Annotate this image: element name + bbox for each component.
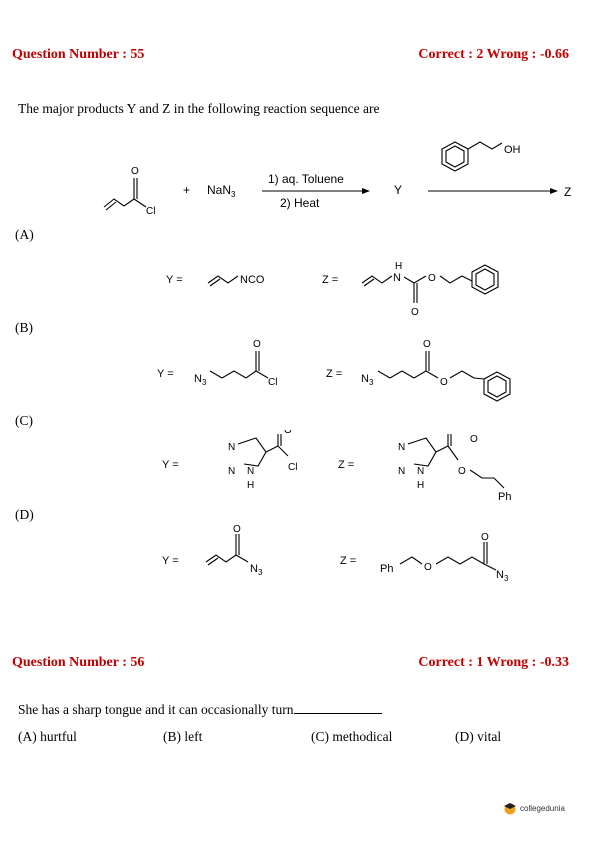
option-d-y-oxygen: O <box>233 524 241 535</box>
option-a-isocyanate: NCO <box>240 274 265 286</box>
hydroxyl-label: OH <box>504 144 521 156</box>
option-d-structures: Y = O N3 Z = Ph O O N3 <box>162 524 509 583</box>
option-b-y-oxygen: O <box>253 339 261 350</box>
condition-2: 2) Heat <box>280 196 320 210</box>
option-c-z-n1: N <box>398 442 405 453</box>
option-b-y-azide: N3 <box>194 373 207 387</box>
answer-blank <box>293 713 382 714</box>
option-c-structures: Y = N N N H O Cl Z = N N N H O O Ph <box>162 430 511 503</box>
q56-option-d[interactable]: (D) vital <box>455 729 502 744</box>
graduation-cap-icon <box>504 803 516 815</box>
option-c-y-label: Y = <box>162 459 179 471</box>
option-c-z-ester-oxygen: O <box>458 466 466 477</box>
option-c-y-hydrogen: H <box>247 480 254 491</box>
option-a-z-label: Z = <box>322 274 338 286</box>
q56-option-b[interactable]: (B) left <box>163 729 203 744</box>
option-b-z-label: Z = <box>326 368 342 380</box>
option-b-z-ester-oxygen: O <box>440 377 448 388</box>
sodium-azide-reagent: NaN3 <box>207 183 236 199</box>
option-b-structures: Y = N3 O Cl Z = N3 O O <box>157 339 511 402</box>
option-c-y-n1: N <box>228 442 235 453</box>
option-a-label[interactable]: (A) <box>15 227 34 242</box>
brand-name: collegedunia <box>520 803 565 813</box>
option-c-y-n3: N <box>247 466 254 477</box>
option-c-z-hydrogen: H <box>417 480 424 491</box>
option-c-y-n2: N <box>228 466 235 477</box>
option-a-ester-oxygen: O <box>428 273 436 284</box>
option-b-z-carbonyl-oxygen: O <box>423 339 431 350</box>
question-56-number: Question Number : 56 <box>12 655 145 670</box>
option-b-y-label: Y = <box>157 368 174 380</box>
option-d-z-carbonyl-oxygen: O <box>481 532 489 543</box>
condition-1: 1) aq. Toluene <box>268 172 344 186</box>
option-c-z-label: Z = <box>338 459 354 471</box>
option-b-label[interactable]: (B) <box>15 320 33 335</box>
plus-sign: + <box>183 183 190 197</box>
option-d-z-ether-oxygen: O <box>424 562 432 573</box>
question-56-sentence: She has a sharp tongue and it can occasi… <box>18 702 294 717</box>
option-c-z-phenyl: Ph <box>498 491 511 503</box>
chloride-label: Cl <box>146 206 155 217</box>
option-d-label[interactable]: (D) <box>15 507 34 522</box>
reaction-scheme: O Cl + NaN3 1) aq. Toluene 2) Heat Y OH … <box>103 141 571 217</box>
option-a-carbonyl-oxygen: O <box>411 307 419 318</box>
option-c-label[interactable]: (C) <box>15 413 33 428</box>
option-d-y-azide: N3 <box>250 563 263 577</box>
q56-option-c[interactable]: (C) methodical <box>311 729 393 744</box>
option-a-hydrogen: H <box>395 261 402 272</box>
option-c-y-chloride: Cl <box>288 462 297 473</box>
option-d-y-label: Y = <box>162 555 179 567</box>
q56-option-a[interactable]: (A) hurtful <box>18 729 77 744</box>
option-a-y-label: Y = <box>166 274 183 286</box>
option-b-z-azide: N3 <box>361 373 374 387</box>
collegedunia-logo: collegedunia <box>503 801 565 815</box>
option-b-y-chloride: Cl <box>268 377 277 388</box>
option-a-nitrogen: N <box>393 272 401 284</box>
option-c-y-oxygen: O <box>284 430 292 436</box>
option-c-z-n3: N <box>417 466 424 477</box>
option-d-z-azide: N3 <box>496 569 509 583</box>
question-55-text: The major products Y and Z in the follow… <box>18 101 380 116</box>
carbonyl-oxygen-label: O <box>131 166 139 177</box>
question-55-number: Question Number : 55 <box>12 47 145 62</box>
option-c-z-carbonyl-oxygen: O <box>470 434 478 445</box>
option-c-z-n2: N <box>398 466 405 477</box>
option-d-z-label: Z = <box>340 555 356 567</box>
question-55-score: Correct : 2 Wrong : -0.66 <box>418 47 569 62</box>
product-y-label: Y <box>394 183 402 197</box>
question-56-score: Correct : 1 Wrong : -0.33 <box>418 655 569 670</box>
option-a-structures: Y = NCO Z = N H O O <box>166 261 499 318</box>
product-z-label: Z <box>564 185 571 199</box>
option-d-z-phenyl: Ph <box>380 563 393 575</box>
question-56-text: She has a sharp tongue and it can occasi… <box>18 702 382 718</box>
